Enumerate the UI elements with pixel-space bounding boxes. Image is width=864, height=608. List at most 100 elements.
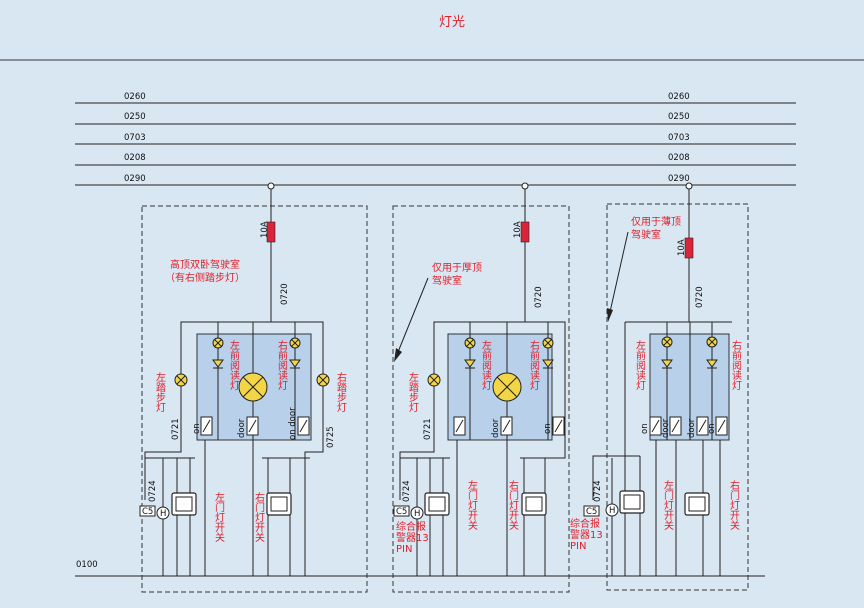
right-door-switch-label: 右门灯开关 bbox=[728, 479, 740, 531]
main-wire-label: 0720 bbox=[534, 286, 544, 308]
door-switch-icon bbox=[424, 492, 450, 516]
right-door-switch-label: 右门灯开关 bbox=[507, 479, 519, 531]
connector-label: C5 bbox=[142, 507, 153, 517]
connector-c5 bbox=[583, 505, 600, 517]
bus-label-0703-left: 0703 bbox=[124, 133, 146, 143]
panel-thin-roof: 10A 0720 仅用于薄顶驾驶室 左前阅读灯 右前阅读灯 on door do… bbox=[570, 182, 749, 591]
panel-thick-roof: 10A 0720 仅用于厚顶驾驶室 左踏步灯 左前阅读灯 右前阅 bbox=[392, 182, 570, 593]
bus-label-0250-left: 0250 bbox=[124, 112, 146, 122]
panel-note: 仅用于薄顶驾驶室 bbox=[631, 215, 681, 241]
bus-label-0260-right: 0260 bbox=[668, 92, 690, 102]
lamp-switch bbox=[552, 416, 565, 436]
left-door-switch-label: 左门灯开关 bbox=[466, 479, 478, 531]
lamp-switch bbox=[297, 416, 310, 436]
switch-door-label: door bbox=[687, 418, 697, 438]
left-step-lamp-label: 左踏步灯 bbox=[407, 371, 419, 413]
switch-door-label: door bbox=[491, 418, 501, 438]
bus-label-0290-right: 0290 bbox=[668, 174, 690, 184]
bus-lines: 0260 0250 0703 0208 0290 0260 0250 0703 … bbox=[75, 92, 796, 186]
main-wire-label: 0720 bbox=[695, 286, 705, 308]
connector-h-label: H bbox=[160, 509, 166, 519]
right-door-switch-label: 右门灯开关 bbox=[253, 491, 265, 543]
left-step-lamp-label: 左踏步灯 bbox=[154, 371, 166, 413]
bus-label-0290-left: 0290 bbox=[124, 174, 146, 184]
fuse-label: 10A bbox=[513, 221, 523, 238]
left-reading-lamp-label: 左前阅读灯 bbox=[480, 339, 492, 391]
connector-h-label: H bbox=[609, 506, 615, 516]
wire-0724-label: 0724 bbox=[593, 480, 603, 502]
lamp-switch bbox=[649, 416, 662, 436]
connector-c5 bbox=[393, 505, 410, 517]
reading-lamp-icon bbox=[661, 336, 673, 369]
main-wire-label: 0720 bbox=[280, 283, 290, 305]
switch-on-label: on bbox=[707, 423, 717, 434]
connector-label: C5 bbox=[586, 507, 597, 517]
right-step-lamp-label: 右踏步灯 bbox=[335, 371, 347, 413]
fuse-symbol bbox=[684, 237, 694, 259]
reading-lamp-icon bbox=[706, 336, 718, 369]
lamp-switch bbox=[696, 416, 709, 436]
arrow-icon bbox=[394, 348, 402, 362]
door-switch-icon bbox=[684, 492, 710, 516]
left-door-switch-label: 左门灯开关 bbox=[662, 479, 674, 531]
switch-on-label: on bbox=[640, 423, 650, 434]
dome-lamp-icon bbox=[492, 372, 522, 402]
bus-label-0250-right: 0250 bbox=[668, 112, 690, 122]
door-switch-icon bbox=[521, 492, 547, 516]
ground-label: 0100 bbox=[76, 560, 98, 570]
wire-0721-label: 0721 bbox=[423, 418, 433, 440]
right-reading-lamp-label: 右前阅读灯 bbox=[276, 339, 288, 391]
left-door-switch-label: 左门灯开关 bbox=[213, 491, 225, 543]
step-lamp-icon bbox=[427, 373, 441, 387]
wire-0724-label: 0724 bbox=[148, 480, 158, 502]
right-reading-lamp-label: 右前阅读灯 bbox=[528, 339, 540, 391]
door-switch-icon bbox=[266, 492, 292, 516]
reading-lamp-icon bbox=[289, 337, 301, 369]
lamp-switch bbox=[500, 416, 513, 436]
connector-label: C5 bbox=[396, 507, 407, 517]
connector-h-icon bbox=[156, 506, 170, 520]
switch-on-door-label: on door bbox=[288, 407, 298, 440]
right-reading-lamp-label: 右前阅读灯 bbox=[730, 339, 742, 391]
reading-lamp-icon bbox=[212, 337, 224, 369]
switch-door-label: door bbox=[661, 418, 671, 438]
bus-label-0260-left: 0260 bbox=[124, 92, 146, 102]
switch-on-label: on bbox=[543, 423, 553, 434]
connector-h-icon bbox=[605, 503, 619, 517]
wire-0724-label: 0724 bbox=[402, 480, 412, 502]
bus-label-0208-left: 0208 bbox=[124, 153, 146, 163]
door-switch-icon bbox=[619, 490, 645, 514]
panel-note: 仅用于厚顶驾驶室 bbox=[432, 262, 482, 287]
fuse-symbol bbox=[520, 221, 530, 243]
door-switch-icon bbox=[171, 492, 197, 516]
left-reading-lamp-label: 左前阅读灯 bbox=[228, 339, 240, 391]
step-lamp-icon bbox=[174, 373, 188, 387]
panel-high-roof: 10A 0720 高顶双卧驾驶室（有右侧踏步灯） 左踏步灯 右踏步灯 bbox=[139, 182, 368, 593]
wire-0725-label: 0725 bbox=[326, 426, 336, 448]
dome-lamp-icon bbox=[238, 372, 268, 402]
connector-h-label: H bbox=[414, 509, 420, 519]
switch-on-label: on bbox=[192, 423, 202, 434]
bus-label-0208-right: 0208 bbox=[668, 153, 690, 163]
lamp-switch bbox=[715, 416, 728, 436]
reading-lamp-icon bbox=[464, 337, 476, 369]
lamp-switch bbox=[669, 416, 682, 436]
switch-door-label: door bbox=[237, 418, 247, 438]
arrow-icon bbox=[607, 308, 613, 322]
fuse-symbol bbox=[266, 221, 276, 243]
fuse-label: 10A bbox=[260, 221, 270, 238]
lamp-switch bbox=[246, 416, 259, 436]
page-title: 灯光 bbox=[439, 15, 465, 30]
wire-0721-label: 0721 bbox=[171, 418, 181, 440]
lamp-switch bbox=[453, 416, 466, 436]
step-lamp-icon bbox=[316, 373, 330, 387]
panel-note: 高顶双卧驾驶室（有右侧踏步灯） bbox=[165, 258, 245, 284]
connector-c5 bbox=[139, 505, 156, 517]
left-reading-lamp-label: 左前阅读灯 bbox=[634, 339, 646, 391]
connector-h-icon bbox=[410, 506, 424, 520]
lamp-switch bbox=[200, 416, 213, 436]
bus-label-0703-right: 0703 bbox=[668, 133, 690, 143]
